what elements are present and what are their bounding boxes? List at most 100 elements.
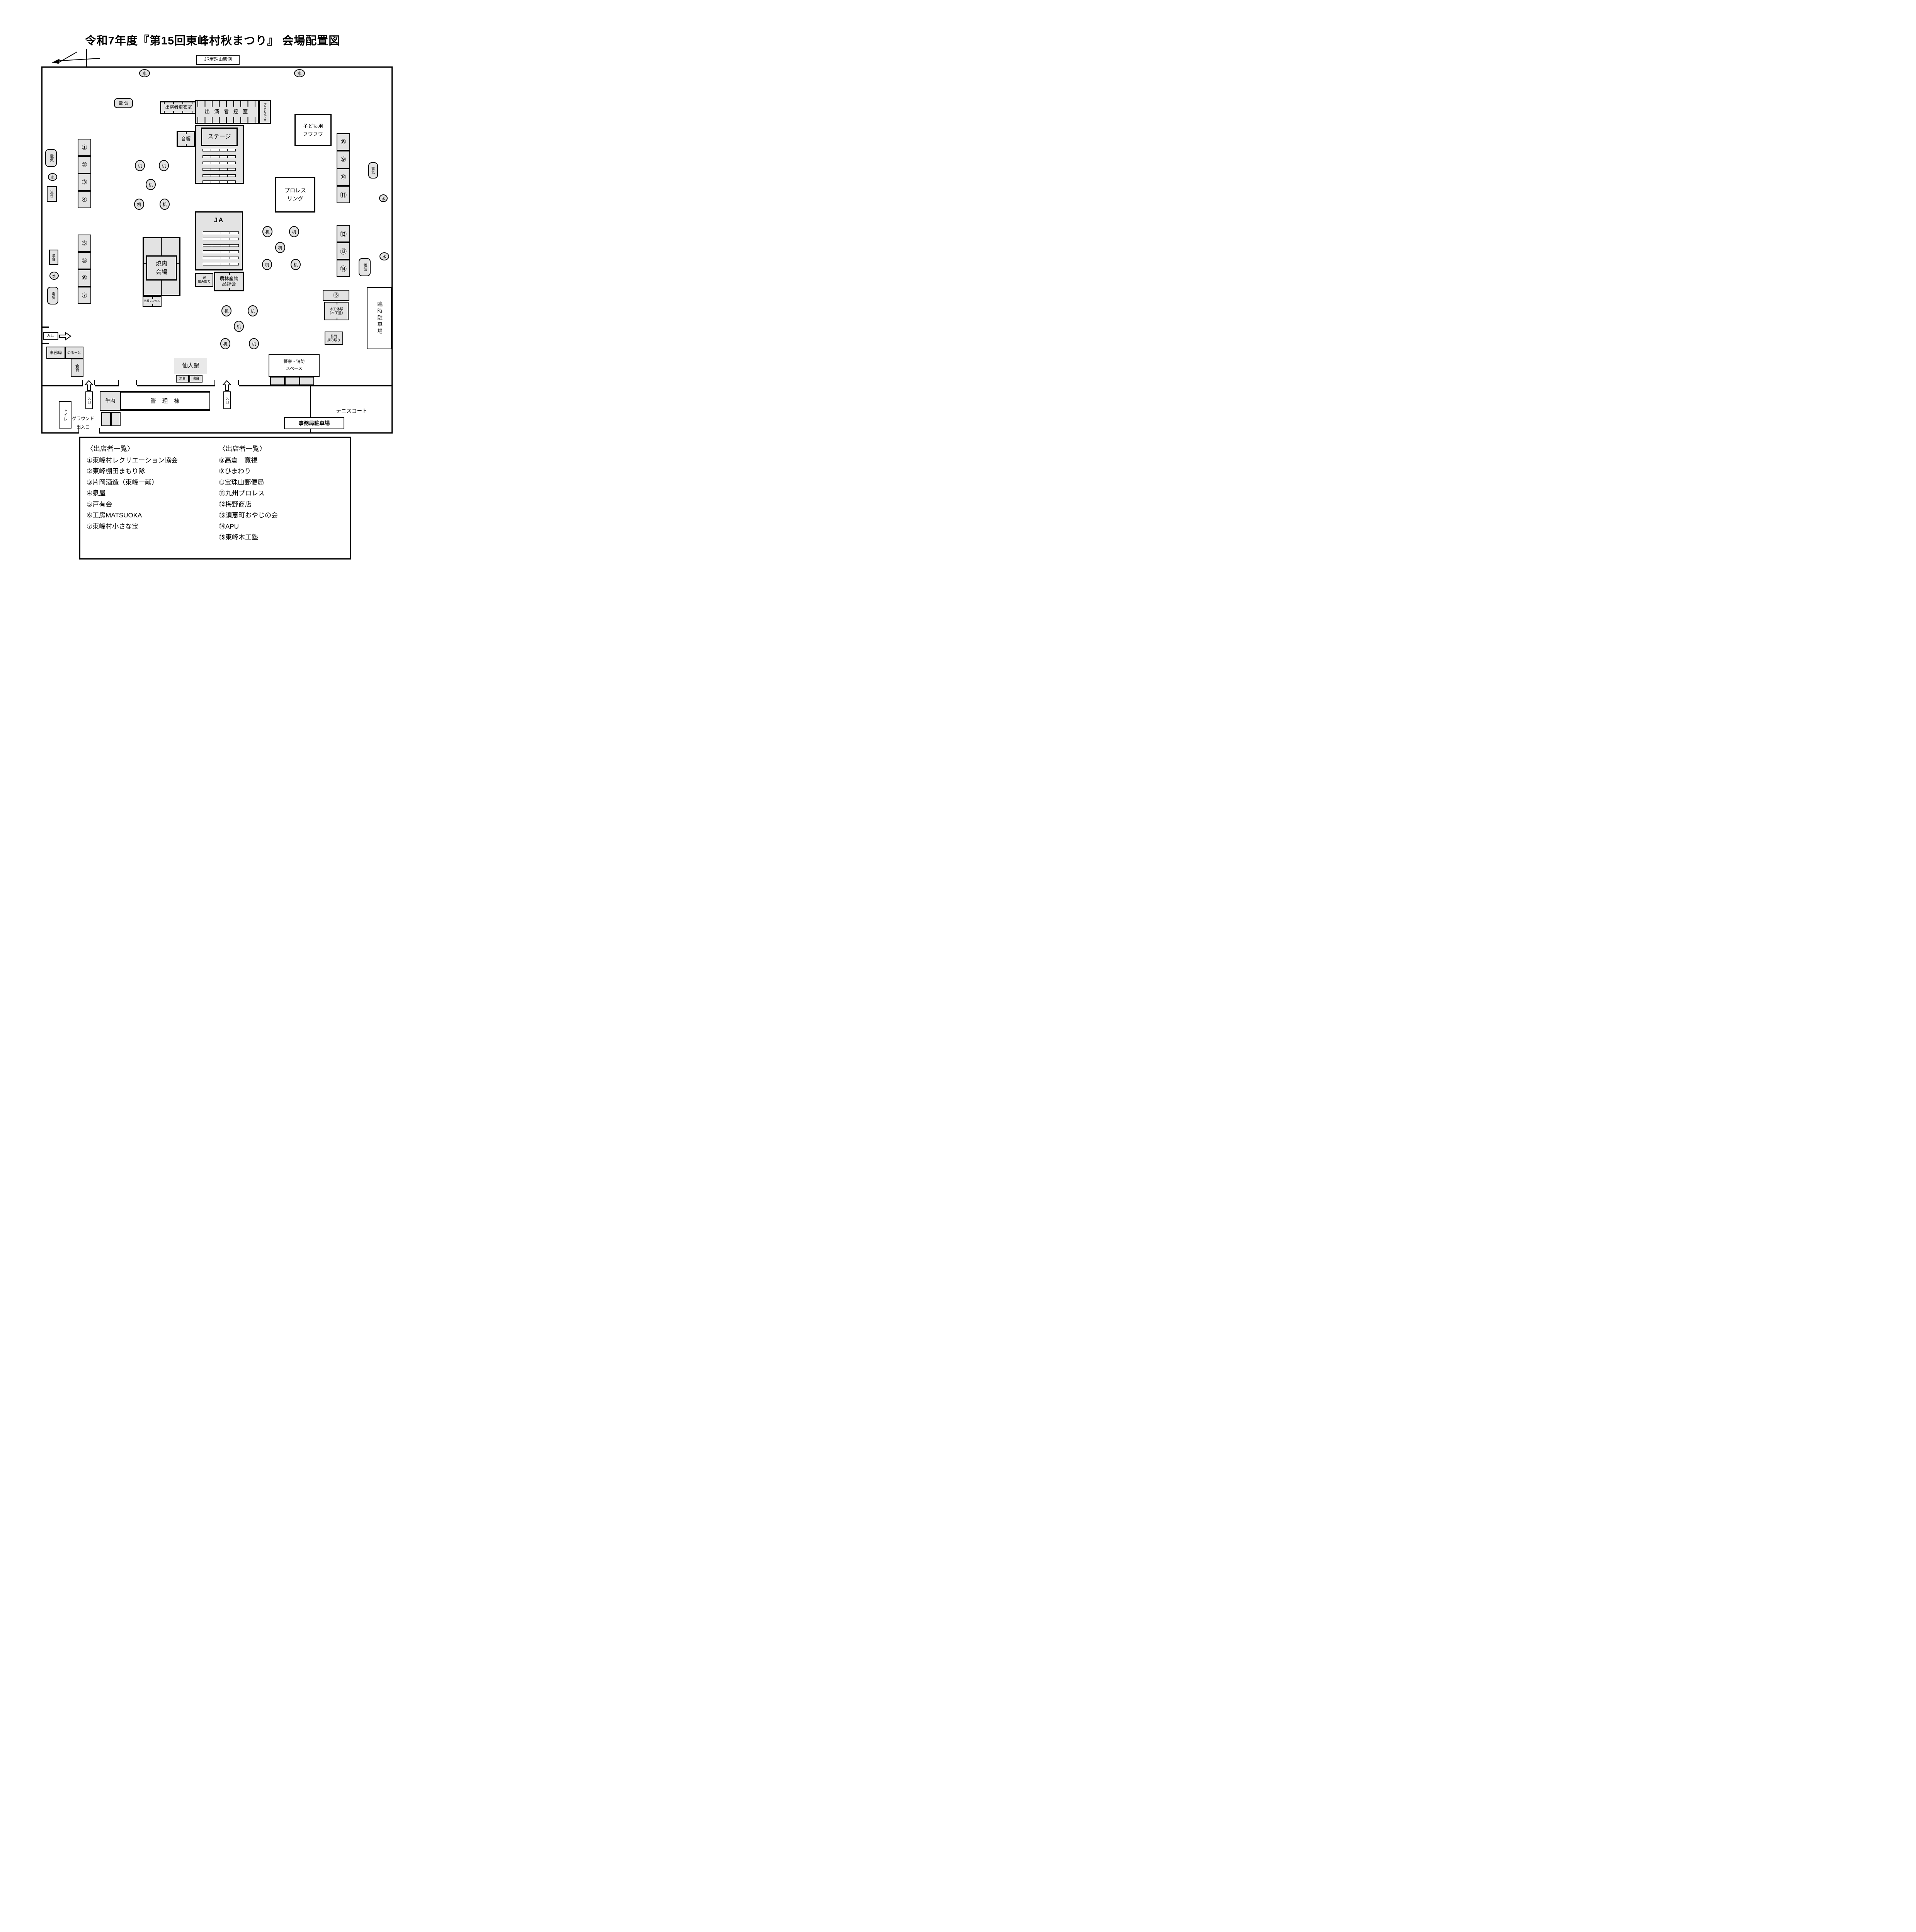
- ground-exit-gap: [79, 432, 99, 434]
- bench-seat: [203, 257, 212, 259]
- bench-seat: [211, 168, 220, 170]
- bench-seat: [230, 263, 238, 265]
- vendor-list-item: ⑥工房MATSUOKA: [87, 512, 142, 519]
- electric-badge: 電気: [359, 258, 371, 276]
- stage-label-box: ステージ: [201, 128, 238, 146]
- agri-fair: 農林産物 品評会: [214, 272, 244, 291]
- compass-icon: [52, 49, 100, 70]
- sink-badge: 流台: [49, 250, 58, 265]
- stall-15: ⑮: [323, 290, 349, 301]
- bench-seat: [228, 162, 235, 164]
- bench-seat: [203, 162, 211, 164]
- wall-stub: [41, 343, 49, 344]
- stall-⑩: ⑩: [337, 168, 350, 186]
- desk-circle: 机: [159, 160, 169, 171]
- stall-④: ④: [78, 191, 91, 208]
- police-fire-space: 警察・消防 スペース: [269, 354, 320, 377]
- wall-post: [118, 380, 119, 385]
- bench-seat: [221, 251, 230, 253]
- desk-circle: 机: [248, 305, 258, 316]
- stall-⑥: ⑥: [78, 269, 91, 287]
- office-booth: 事務局: [46, 347, 65, 359]
- vendor-list-item: ⑪九州プロレス: [219, 490, 265, 497]
- entrance-south2-label: 入口: [223, 391, 231, 409]
- electric-badge: 電気: [45, 149, 57, 167]
- bench-seat: [228, 181, 235, 183]
- woodwork-booth: 木工体験 （木工塾）: [324, 302, 349, 320]
- desk-circle: 机: [220, 338, 230, 349]
- sink-booth: 流台: [189, 375, 202, 383]
- vendor-list-item: ⑮東峰木工塾: [219, 534, 258, 541]
- desk-circle: 机: [262, 259, 272, 270]
- wall-post: [238, 380, 239, 385]
- police-cell: [270, 377, 285, 385]
- entrance-south1-label: 入口: [85, 391, 93, 409]
- ja-bench-row: [203, 244, 239, 247]
- bench-seat: [221, 245, 230, 247]
- bench-seat: [230, 257, 238, 259]
- sink-badge: 流台: [47, 186, 57, 202]
- bench-seat: [211, 181, 220, 183]
- ja-label: JA: [214, 216, 224, 224]
- inner-wall-segment: [95, 385, 119, 386]
- bench-seat: [212, 251, 221, 253]
- ja-bench-row: [203, 231, 239, 234]
- office-parking-label: 事務局駐車場: [284, 417, 344, 429]
- desk-circle: 机: [234, 321, 244, 332]
- vendor-list-right-title: 〈出店者一覧〉: [219, 445, 266, 452]
- bench-seat: [228, 168, 235, 170]
- bench-seat: [203, 156, 211, 158]
- water-badge: 水: [294, 69, 305, 77]
- bench-seat: [203, 181, 211, 183]
- desk-circle: 机: [134, 199, 144, 210]
- tennis-court-label: テニスコート: [336, 408, 368, 414]
- wall-post: [94, 380, 95, 385]
- wall-post: [82, 380, 83, 385]
- bench-seat: [230, 232, 238, 234]
- ja-bench-row: [203, 250, 239, 253]
- bench-seat: [212, 232, 221, 234]
- vendor-list-item: ⑩宝珠山郵便局: [219, 478, 264, 486]
- venue-map-page: 令和7年度『第15回東峰村秋まつり』 会場配置図 JR宝珠山駅側 グラウンド 出…: [0, 0, 425, 602]
- stall-⑨: ⑨: [337, 151, 350, 168]
- police-cell: [299, 377, 314, 385]
- inner-wall-segment: [137, 385, 215, 386]
- toilet: トイレ: [59, 401, 71, 429]
- beef-cell: [101, 412, 111, 426]
- sound-booth: 音響: [177, 131, 195, 147]
- stall-⑧: ⑧: [337, 133, 350, 151]
- beef-cell: [111, 412, 121, 426]
- vendor-list-left-title: 〈出店者一覧〉: [87, 445, 134, 452]
- inner-wall-segment: [239, 385, 393, 386]
- desk-circle: 机: [160, 199, 170, 210]
- vendor-list-item: ⑫梅野商店: [219, 500, 252, 508]
- wall-post: [78, 428, 79, 434]
- bench-seat: [203, 232, 212, 234]
- entrance-south1-arrow-icon: [84, 380, 94, 391]
- teppan-rental: 鉄板レンタル: [143, 296, 162, 307]
- stall-⑤: ⑤: [78, 235, 91, 252]
- entrance-south2-arrow-icon: [222, 380, 232, 391]
- stall-⑭: ⑭: [337, 260, 350, 277]
- green-room: 出 演 者 控 室: [195, 100, 259, 124]
- stall-⑦: ⑦: [78, 287, 91, 304]
- bench-seat: [203, 175, 211, 177]
- wrestling-green-room: プロレス控室: [259, 100, 271, 124]
- bench-seat: [212, 245, 221, 247]
- bbq-label-box: 焼肉 会場: [146, 255, 177, 281]
- desk-circle: 机: [146, 179, 156, 190]
- stage-bench-row: [202, 155, 236, 158]
- entrance-west-label: 入口: [43, 332, 58, 340]
- inner-wall-segment: [41, 385, 83, 386]
- vendor-list-item: ⑧高倉 寛視: [219, 456, 258, 464]
- bench-seat: [230, 238, 238, 240]
- stage-bench-row: [202, 162, 236, 164]
- rice-grab: 米 掴み取り: [195, 273, 213, 287]
- stall-⑬: ⑬: [337, 242, 350, 260]
- dressing-room: 出演者更衣室: [160, 101, 197, 114]
- bench-seat: [221, 257, 230, 259]
- kids-bouncy-area: 子ども用 フワフワ: [294, 114, 332, 146]
- bench-seat: [228, 175, 235, 177]
- stall-①: ①: [78, 139, 91, 156]
- ja-bench-row: [203, 263, 239, 265]
